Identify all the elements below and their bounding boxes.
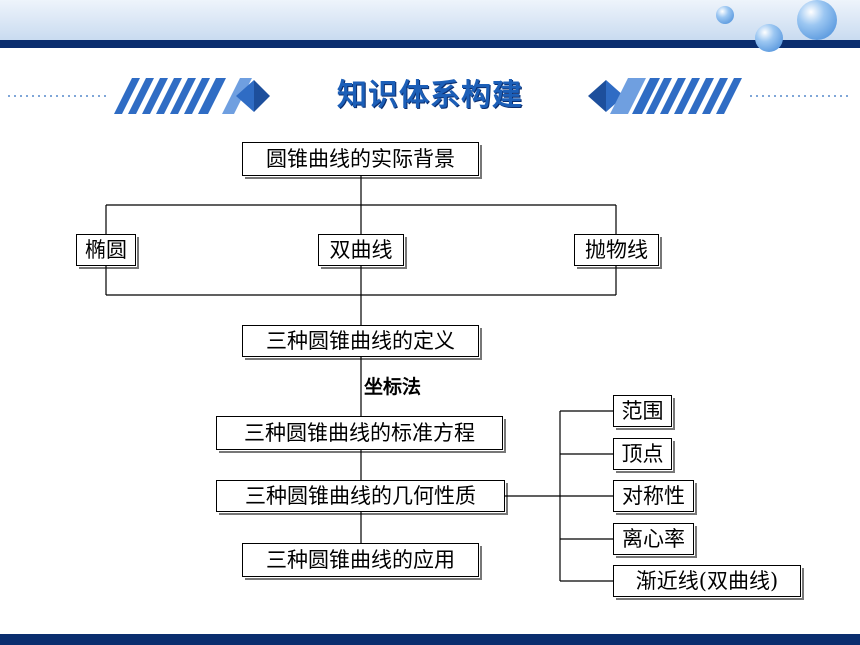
footer-bar	[0, 634, 860, 645]
node-definition: 三种圆锥曲线的定义	[242, 325, 482, 360]
bubble-small	[716, 6, 734, 24]
node-application: 三种圆锥曲线的应用	[242, 543, 482, 580]
edge-label-coordinate-method: 坐标法	[364, 376, 422, 398]
node-real-background: 圆锥曲线的实际背景	[242, 142, 482, 179]
property-symmetry: 对称性	[613, 480, 697, 515]
property-vertex: 顶点	[613, 438, 675, 473]
banner-title: 知识体系构建	[337, 78, 523, 113]
property-eccentricity: 离心率	[613, 523, 697, 558]
bubble-large	[797, 0, 837, 40]
node-ellipse: 椭圆	[76, 234, 139, 269]
property-range: 范围	[613, 395, 675, 430]
header-bar	[0, 40, 860, 48]
node-hyperbola: 双曲线	[318, 234, 407, 269]
banner-decoration	[8, 78, 852, 114]
node-parabola: 抛物线	[574, 234, 662, 269]
property-asymptote: 渐近线(双曲线)	[613, 565, 804, 600]
node-geometric-properties: 三种圆锥曲线的几何性质	[216, 480, 508, 515]
node-standard-equation: 三种圆锥曲线的标准方程	[216, 416, 506, 453]
bubble-medium	[755, 24, 783, 52]
